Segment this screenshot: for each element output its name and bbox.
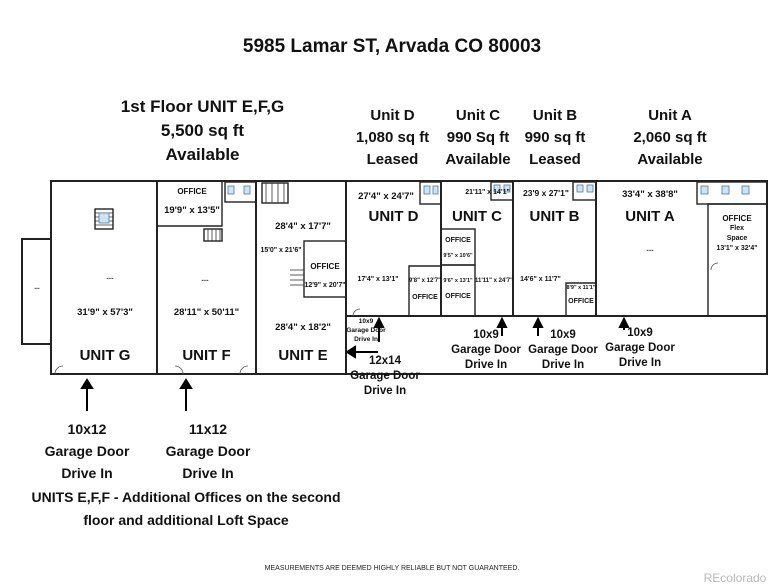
- unit-c-dimension: 21'11" x 14'1": [465, 189, 510, 196]
- unit-c-dimension-2: 11'11" x 24'7": [475, 278, 513, 284]
- unit-g-dimension: 31'9" x 57'3": [77, 307, 133, 318]
- unit-d-dimension: 27'4" x 24'7": [358, 191, 414, 202]
- side-shed: [21, 238, 51, 345]
- unit-b-office-dimension: 8'9" x 11'1": [566, 285, 596, 291]
- building-outline: [50, 180, 768, 375]
- page-title: 5985 Lamar ST, Arvada CO 80003: [242, 36, 542, 57]
- unit-e-dimension-mid: 15'0" x 21'6": [260, 247, 302, 254]
- unit-a-dimension: 33'4" x 38'8": [622, 189, 678, 200]
- unit-e-office-label: OFFICE: [310, 262, 340, 271]
- office-c1-walls: [440, 228, 476, 266]
- unit-d-label: UNIT D: [368, 208, 419, 225]
- unit-f-office-dimension: 19'9" x 13'5": [164, 205, 220, 216]
- unit-c-office-1-dimension: 9'5" x 10'6": [443, 253, 473, 259]
- shed-label: ▪▪▪: [34, 286, 40, 292]
- unit-f-small-label: ▪▪▪▪: [201, 278, 209, 284]
- unit-c-office-2-dimension: 9'6" x 13'1": [443, 278, 473, 284]
- unit-e-label: UNIT E: [278, 347, 328, 364]
- office-c2-walls: [440, 264, 476, 317]
- unit-c-label: UNIT C: [452, 208, 502, 225]
- unit-c-office-1-label: OFFICE: [445, 237, 471, 244]
- office-b-walls: [565, 282, 596, 316]
- unit-e-dimension: 28'4" x 18'2": [275, 322, 331, 333]
- unit-d-office-dimension: 9'8" x 12'7": [409, 278, 441, 284]
- unit-b-label: UNIT B: [529, 208, 580, 225]
- unit-d-dimension-2: 17'4" x 13'1": [357, 276, 399, 283]
- office-f-walls: [157, 181, 223, 227]
- office-e-walls: [303, 240, 347, 298]
- unit-b-office-label: OFFICE: [568, 298, 594, 305]
- unit-d-office-label: OFFICE: [412, 294, 438, 301]
- unit-g-label: UNIT G: [79, 347, 131, 364]
- office-d-walls: [408, 265, 441, 316]
- unit-e-dimension-top: 28'4" x 17'7": [275, 221, 331, 232]
- additional-offices-note: UNITS E,F,F - Additional Offices on the …: [31, 489, 341, 528]
- unit-f-label: UNIT F: [182, 347, 231, 364]
- unit-g-small-label: ▪▪▪▪: [106, 276, 114, 282]
- unit-a-small-label: ▪▪▪▪: [646, 248, 654, 254]
- watermark: REcolorado: [703, 571, 767, 585]
- unit-b-dimension-2: 14'6" x 11'7": [520, 276, 561, 283]
- unit-e-office-dimension: 12'9" x 20'7": [304, 282, 346, 289]
- unit-c-office-2-label: OFFICE: [445, 293, 471, 300]
- unit-f-dimension: 28'11" x 50'11": [173, 307, 240, 318]
- measurement-disclaimer: MEASUREMENTS ARE DEEMED HIGHLY RELIABLE …: [264, 565, 520, 572]
- unit-a-label: UNIT A: [625, 208, 675, 225]
- unit-f-office-label: OFFICE: [177, 187, 207, 196]
- unit-b-dimension: 23'9 x 27'1": [523, 188, 569, 198]
- unit-a-office-dimension: 13'1" x 32'4": [716, 245, 758, 252]
